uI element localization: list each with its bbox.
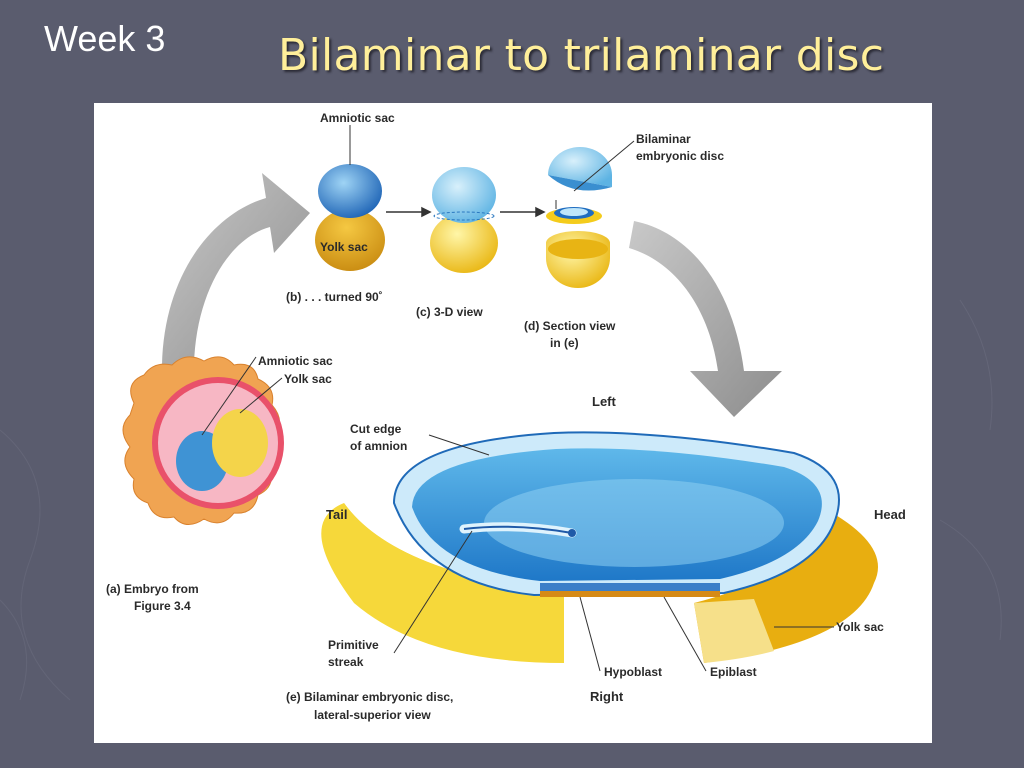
label-e-yolk-sac: Yolk sac — [836, 620, 884, 634]
slide-title: Bilaminar to trilaminar disc — [278, 30, 885, 81]
diagram-panel: Amniotic sac Yolk sac (b) . . . turned 9… — [94, 103, 932, 743]
label-e-tail: Tail — [326, 507, 347, 522]
label-d-bilaminar: Bilaminar — [636, 132, 691, 146]
label-d-embryonic-disc: embryonic disc — [636, 149, 724, 163]
label-a-amniotic-sac: Amniotic sac — [258, 354, 333, 368]
curved-arrow-a-to-b — [162, 173, 310, 365]
label-e-epiblast: Epiblast — [710, 665, 757, 679]
label-e-primitive-2: streak — [328, 655, 364, 669]
figure-e-disc: Left Right Tail Head Cut edge of amnion … — [286, 394, 906, 722]
label-e-right: Right — [590, 689, 624, 704]
small-arrows — [386, 206, 546, 218]
figure-b: Amniotic sac Yolk sac (b) . . . turned 9… — [286, 111, 395, 304]
label-b-amniotic-sac: Amniotic sac — [320, 111, 395, 125]
caption-d-2: in (e) — [550, 336, 579, 350]
label-e-primitive-1: Primitive — [328, 638, 379, 652]
caption-a-1: (a) Embryo from — [106, 582, 199, 596]
figure-a-embryo: Amniotic sac Yolk sac (a) Embryo from Fi… — [106, 354, 333, 613]
embryo-diagram: Amniotic sac Yolk sac (b) . . . turned 9… — [106, 111, 906, 722]
caption-e-2: lateral-superior view — [314, 708, 431, 722]
label-e-left: Left — [592, 394, 617, 409]
caption-c: (c) 3-D view — [416, 305, 483, 319]
caption-a-2: Figure 3.4 — [134, 599, 191, 613]
label-e-cut-edge-2: of amnion — [350, 439, 407, 453]
label-e-cut-edge-1: Cut edge — [350, 422, 402, 436]
week-label: Week 3 — [44, 18, 166, 59]
figure-c: (c) 3-D view — [416, 167, 498, 319]
label-e-head: Head — [874, 507, 906, 522]
figure-d: Bilaminar embryonic disc (d) Section vie… — [524, 132, 724, 350]
label-a-yolk-sac: Yolk sac — [284, 372, 332, 386]
caption-b: (b) . . . turned 90˚ — [286, 290, 383, 304]
label-b-yolk-sac: Yolk sac — [320, 240, 368, 254]
label-e-hypoblast: Hypoblast — [604, 665, 662, 679]
caption-e-1: (e) Bilaminar embryonic disc, — [286, 690, 453, 704]
curved-arrow-d-to-e — [629, 221, 782, 417]
caption-d-1: (d) Section view — [524, 319, 616, 333]
